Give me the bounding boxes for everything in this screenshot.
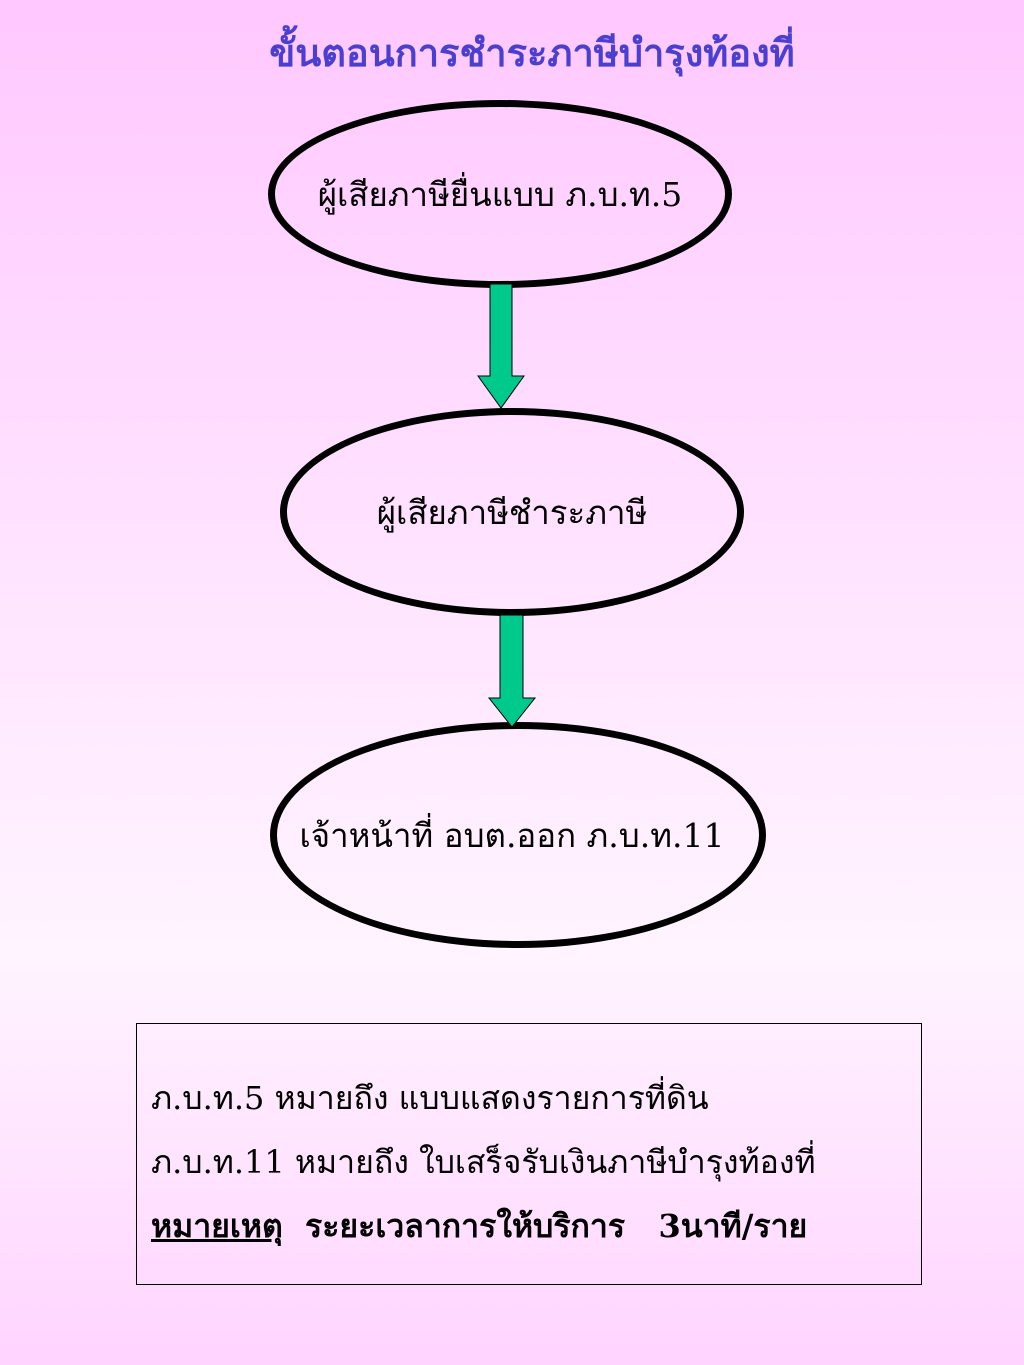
note-line-form-definition: ภ.บ.ท.5 หมายถึง แบบแสดงรายการที่ดิน <box>151 1079 709 1117</box>
down-arrow-icon <box>477 283 525 409</box>
flow-step-label: ผู้เสียภาษียื่นแบบ ภ.บ.ท.5 <box>317 174 683 214</box>
flow-step-label: เจ้าหน้าที่ อบต.ออก ภ.บ.ท.11 <box>299 815 725 855</box>
note-remark: หมายเหตุ ระยะเวลาการให้บริการ 3นาที/ราย <box>151 1194 921 1258</box>
remark-label: หมายเหตุ <box>151 1207 283 1245</box>
flow-step-issue-receipt: เจ้าหน้าที่ อบต.ออก ภ.บ.ท.11 <box>270 722 766 948</box>
flow-step-pay-tax: ผู้เสียภาษีชำระภาษี <box>280 408 744 616</box>
remark-text: ระยะเวลาการให้บริการ 3นาที/ราย <box>282 1207 808 1245</box>
down-arrow-icon <box>487 614 537 728</box>
notes-box: ภ.บ.ท.5 หมายถึง แบบแสดงรายการที่ดิน ภ.บ.… <box>136 1023 922 1285</box>
flow-step-label: ผู้เสียภาษีชำระภาษี <box>376 492 648 532</box>
page-title: ขั้นตอนการชำระภาษีบำรุงท้องที่ <box>269 30 795 75</box>
note-line-receipt-definition: ภ.บ.ท.11 หมายถึง ใบเสร็จรับเงินภาษีบำรุง… <box>151 1143 816 1181</box>
